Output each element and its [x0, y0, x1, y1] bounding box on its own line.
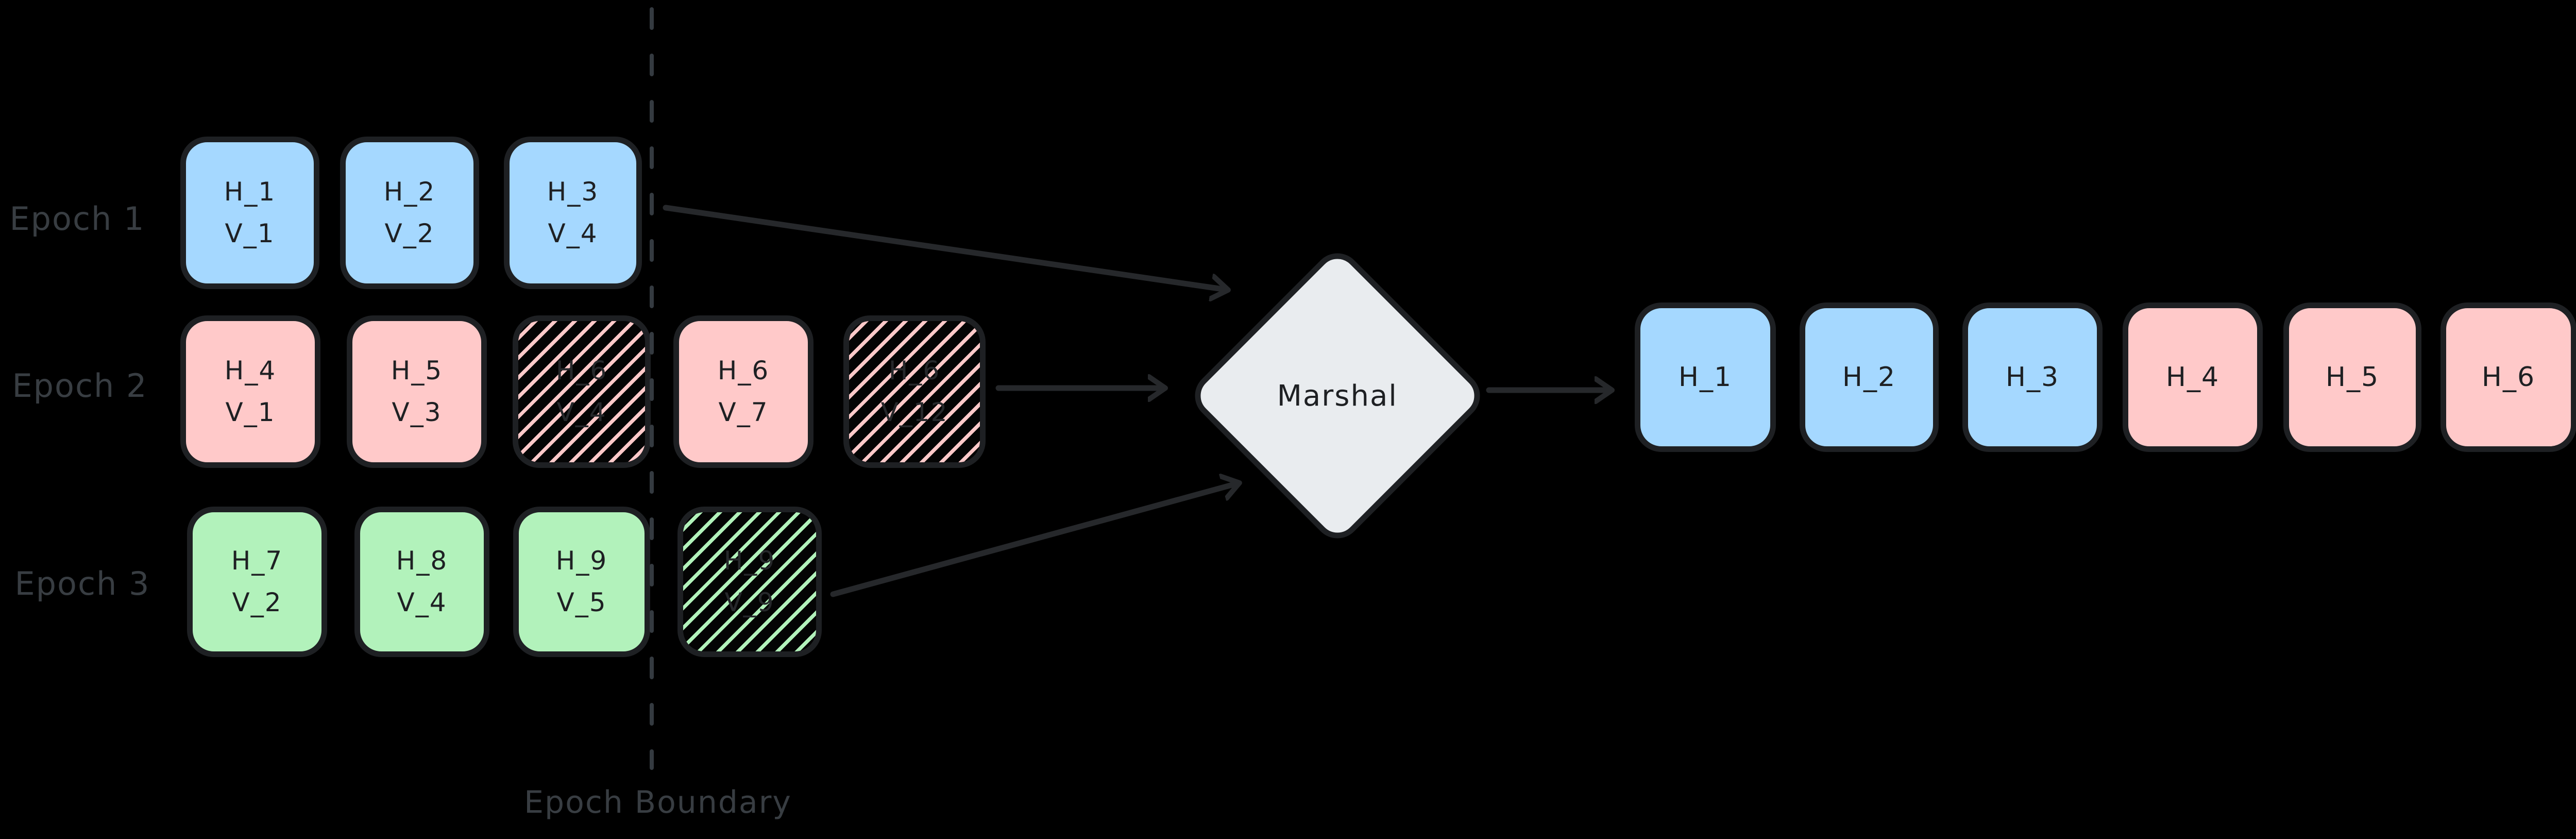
epoch1-box-h1v1: H_1 V_1	[180, 137, 319, 289]
box-v-label: V_1	[225, 219, 275, 248]
box-h-label: H_6	[888, 356, 941, 385]
epoch2-box-h6v7: H_6 V_7	[673, 315, 814, 468]
arrow-epoch1-to-marshal	[663, 205, 1226, 290]
epoch2-box-h6v4-failed-hatched: H_6 V_4	[513, 315, 651, 468]
epoch2-box-h5v3: H_5 V_3	[347, 315, 487, 468]
output-box-h1: H_1	[1635, 303, 1776, 452]
box-v-label: V_2	[384, 219, 435, 248]
marshal-label: Marshal	[1277, 379, 1398, 413]
box-h-label: H_7	[231, 546, 283, 576]
box-h-label: H_3	[2005, 361, 2060, 393]
epoch2-box-h6v12-failed-hatched: H_6 V_12	[843, 315, 986, 468]
box-h-label: H_3	[547, 177, 599, 207]
box-v-label: V_4	[556, 397, 607, 427]
box-h-label: H_1	[1678, 361, 1733, 393]
output-box-h5: H_5	[2283, 303, 2421, 452]
box-v-label: V_7	[718, 397, 769, 427]
epoch2-row-label: Epoch 2	[12, 367, 148, 405]
epoch3-box-h7v2: H_7 V_2	[187, 507, 327, 657]
box-h-label: H_9	[555, 546, 608, 576]
epoch1-box-h3v4: H_3 V_4	[504, 137, 642, 289]
box-v-label: V_3	[392, 397, 442, 427]
box-v-label: V_9	[724, 588, 775, 617]
box-h-label: H_6	[555, 356, 608, 385]
box-h-label: H_8	[396, 546, 448, 576]
box-h-label: H_6	[717, 356, 770, 385]
box-v-label: V_12	[880, 397, 948, 427]
box-v-label: V_5	[556, 588, 607, 617]
box-v-label: V_1	[225, 397, 276, 427]
output-box-h6: H_6	[2441, 303, 2576, 452]
epoch1-row-label: Epoch 1	[9, 200, 145, 238]
output-box-h3: H_3	[1962, 303, 2103, 452]
box-h-label: H_6	[2481, 361, 2536, 393]
box-v-label: V_4	[397, 588, 447, 617]
box-v-label: V_2	[232, 588, 282, 617]
box-h-label: H_5	[391, 356, 443, 385]
epoch3-row-label: Epoch 3	[14, 565, 150, 602]
epoch1-box-h2v2: H_2 V_2	[340, 137, 479, 289]
marshal-node: Marshal	[1185, 243, 1490, 548]
arrow-epoch3-to-marshal	[830, 483, 1238, 597]
box-h-label: H_4	[2165, 361, 2220, 393]
epoch2-box-h4v1: H_4 V_1	[180, 315, 320, 468]
box-h-label: H_5	[2325, 361, 2380, 393]
box-h-label: H_4	[224, 356, 277, 385]
epoch3-box-h9v5: H_9 V_5	[513, 507, 650, 657]
output-box-h2: H_2	[1800, 303, 1939, 452]
output-box-h4: H_4	[2123, 303, 2263, 452]
epoch-boundary-label: Epoch Boundary	[524, 784, 792, 820]
box-h-label: H_2	[383, 177, 436, 207]
epoch3-box-h9v9-failed-hatched: H_9 V_9	[677, 507, 822, 657]
box-h-label: H_1	[224, 177, 276, 207]
epoch3-box-h8v4: H_8 V_4	[354, 507, 489, 657]
box-h-label: H_9	[723, 546, 776, 576]
box-h-label: H_2	[1842, 361, 1896, 393]
box-v-label: V_4	[548, 219, 598, 248]
